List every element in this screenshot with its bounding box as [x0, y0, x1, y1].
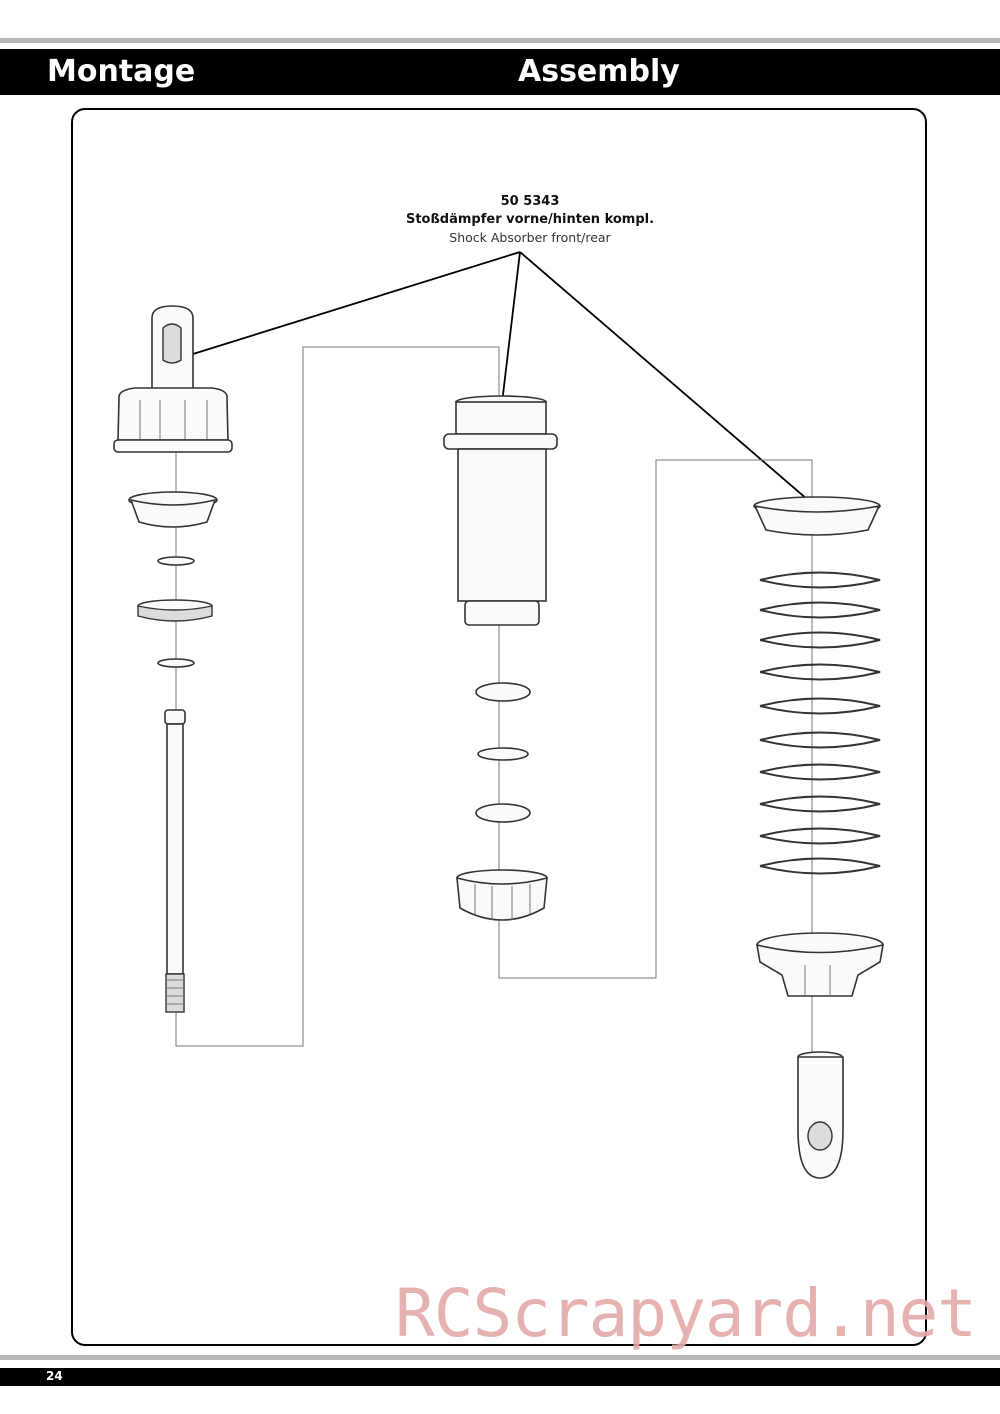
assembly-guide-lines [175, 346, 813, 1060]
header-bar: Montage Assembly [0, 49, 1000, 95]
shock-bottom-cap [456, 869, 548, 921]
shock-washer-1 [157, 556, 195, 566]
shock-rod-end [797, 1051, 844, 1179]
diagram-frame [71, 108, 927, 1346]
coil-spring [759, 571, 881, 875]
footer-bar: 24 [0, 1368, 1000, 1386]
part-number: 50 5343 [500, 194, 560, 209]
part-name-en: Shock Absorber front/rear [449, 230, 611, 245]
top-rule [0, 38, 1000, 43]
spring-upper-retainer [753, 496, 881, 536]
shock-top-cap [113, 305, 233, 453]
shock-piston [137, 599, 213, 622]
shock-top-bushing [128, 491, 218, 528]
watermark: RCScrapyard.net [395, 1275, 977, 1352]
header-title-en: Assembly [518, 54, 680, 89]
shock-o-ring-2 [475, 803, 531, 823]
part-name-de: Stoßdämpfer vorne/hinten kompl. [405, 212, 655, 227]
shock-o-ring-1 [475, 682, 531, 702]
shock-washer-2 [157, 658, 195, 668]
shock-shaft [164, 709, 186, 1013]
shock-body [443, 395, 558, 626]
bottom-rule [0, 1355, 1000, 1360]
leader-lines [192, 251, 823, 513]
header-title-de: Montage [47, 54, 196, 89]
spring-lower-retainer [756, 932, 884, 997]
page-number: 24 [46, 1369, 63, 1383]
shock-spacer [477, 747, 529, 761]
part-label: 50 5343 Stoßdämpfer vorne/hinten kompl. … [380, 193, 680, 247]
